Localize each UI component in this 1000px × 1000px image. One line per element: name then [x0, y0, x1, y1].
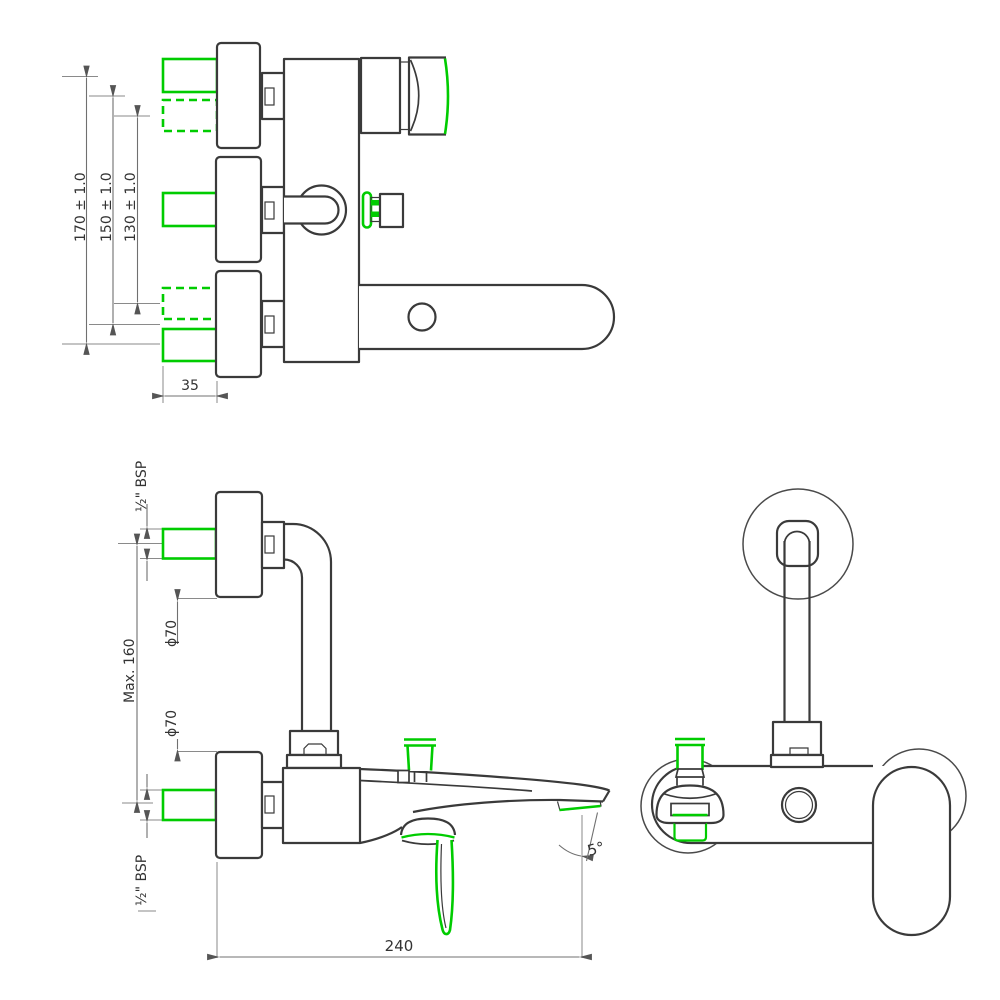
aerator-end-view [673, 823, 708, 842]
elbow-run-plan [284, 195, 340, 225]
diverter-knob-plan [407, 302, 437, 332]
aerator-highlight [559, 804, 601, 812]
dim-label-35: 35 [181, 378, 199, 394]
wall-flange [214, 155, 263, 264]
riser-nut [771, 720, 823, 757]
connector-notch [264, 795, 275, 814]
diverter-cap-plan [361, 191, 373, 229]
riser-nut-notch [789, 747, 809, 755]
handle-lever-crescent [409, 59, 420, 132]
connector-notch [264, 87, 275, 106]
diverter-knob-mask [407, 745, 433, 771]
diverter-stem-flare [674, 768, 706, 786]
wall-flange [214, 269, 263, 379]
spout-top-edge [359, 767, 610, 792]
riser-nut-notch [303, 743, 327, 755]
inlet-pipe-solid [161, 327, 219, 363]
dim-label-dia70-lower: ϕ70 [164, 710, 180, 737]
union-connector [260, 520, 286, 570]
spout-crease-line [359, 779, 533, 792]
inlet-pipe-dashed [161, 286, 219, 321]
dim-label-dia70-upper: ϕ70 [164, 620, 180, 647]
dim-label-5deg: 5° [585, 838, 606, 860]
mixer-body [281, 766, 362, 845]
diverter-base-plan [378, 192, 405, 229]
riser-elbow-outer [284, 522, 333, 731]
dim-label-bsp-bottom: ½" BSP [134, 855, 150, 906]
side-view [640, 488, 967, 937]
top-view: 170 ± 1.0 150 ± 1.0 130 ± 1.0 [62, 41, 616, 403]
riser-elbow-inner [283, 558, 304, 731]
riser-collar [769, 753, 825, 769]
front-view: ½" BSP Max. 160 ϕ70 ϕ70 ½" BSP 240 5° [118, 461, 611, 961]
inlet-pipe-dashed [161, 98, 219, 133]
pipe-cap-arc [783, 530, 811, 545]
wall-flange [214, 750, 264, 860]
angle-arc-5deg [558, 844, 594, 862]
dim-label-max160: Max. 160 [122, 638, 138, 703]
inlet-pipe-solid [161, 191, 219, 228]
spout-plan [359, 283, 616, 351]
wall-flange-circle [742, 488, 854, 600]
inlet-pipe [161, 527, 218, 560]
handle-base-plan [359, 56, 402, 135]
dim-label-170: 170 ± 1.0 [73, 172, 89, 242]
riser-collar [285, 753, 343, 770]
riser-nut [288, 729, 340, 757]
diverter-neck-band [371, 211, 380, 217]
riser-union-nut [775, 519, 820, 568]
inlet-pipe-solid [161, 57, 219, 94]
dim-label-240: 240 [385, 937, 414, 955]
spout-end-bowl-rim [662, 792, 718, 800]
diverter-knob-side [429, 745, 434, 771]
spout-tip-face [602, 789, 611, 803]
body-center-port [780, 786, 818, 824]
inlet-pipe [161, 788, 218, 822]
connector-notch [264, 201, 275, 220]
body-to-hub-curve [359, 826, 403, 845]
dim-label-130: 130 ± 1.0 [123, 172, 139, 242]
angle-reference-line [585, 812, 599, 862]
diverter-neck-band [371, 200, 380, 206]
connector-notch [264, 315, 275, 334]
handle [871, 765, 952, 937]
diverter-knob-side [406, 745, 411, 771]
dim-label-bsp-top: ½" BSP [134, 461, 150, 512]
diverter-stem-base [397, 769, 410, 784]
body-center-port-inner [784, 790, 814, 820]
handle-lever-inner-line [440, 843, 447, 929]
handle-lever-tip-highlight [443, 58, 450, 135]
spout-underside [412, 798, 604, 814]
wall-flange [215, 41, 262, 150]
diverter-knob-mask [678, 745, 702, 777]
riser-pipe [783, 541, 811, 722]
handle-lever-plan-fill [409, 57, 447, 135]
connector-notch [264, 535, 275, 554]
handle-hub-dome [399, 817, 457, 836]
wall-flange [214, 490, 264, 599]
handle-hub-band [401, 832, 455, 839]
handle-lever-plan [407, 56, 446, 136]
diverter-stem [413, 771, 428, 782]
dim-label-150: 150 ± 1.0 [99, 172, 115, 242]
